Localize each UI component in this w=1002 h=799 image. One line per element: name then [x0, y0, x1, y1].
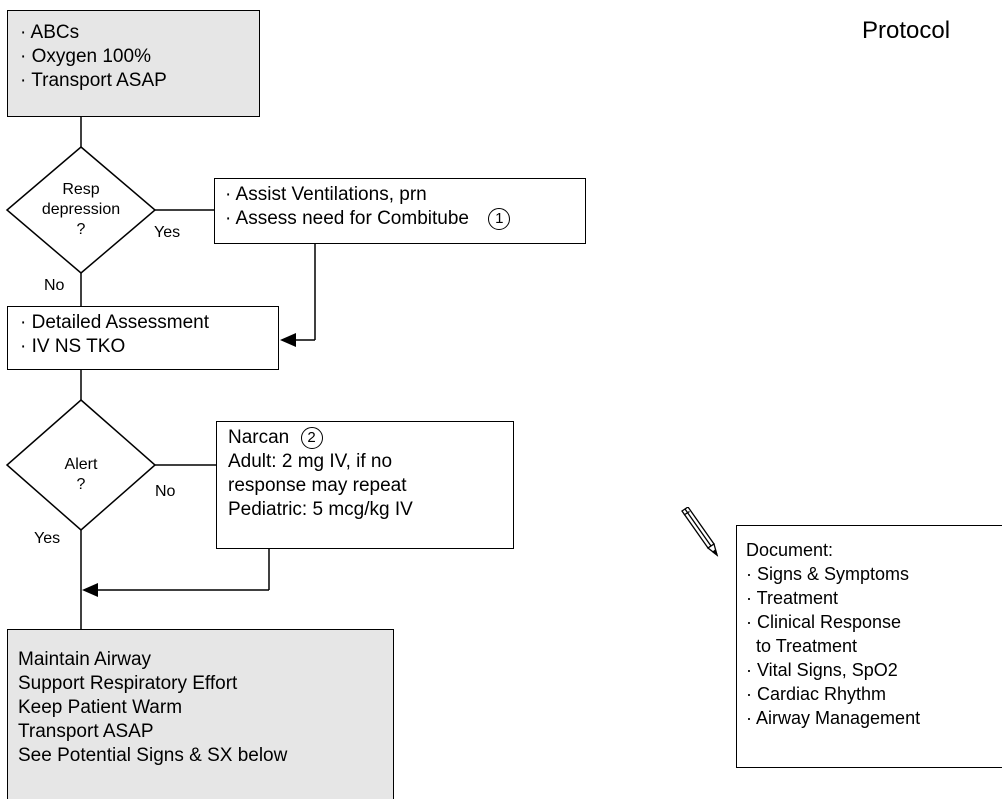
assessment-line: · Detailed Assessment [20, 312, 210, 333]
start-line: · ABCs [20, 22, 80, 43]
decision-resp-line: Resp [62, 181, 100, 198]
ventilation-line-text: · Assess need for Combitube [225, 208, 469, 229]
decision-resp-line: ? [76, 221, 86, 238]
arrowhead-return [82, 583, 98, 597]
narcan-line: Adult: 2 mg IV, if no [228, 451, 393, 472]
final-box: Maintain Airway Support Respiratory Effo… [7, 629, 394, 799]
document-line: · Clinical Response [746, 612, 902, 632]
document-line: · Airway Management [746, 708, 921, 728]
page-title: Protocol [862, 17, 951, 44]
final-line: See Potential Signs & SX below [18, 745, 288, 766]
decision-alert-line: Alert [64, 456, 98, 473]
ventilation-line: · Assess need for Combitube 1 [225, 207, 585, 231]
note-number-badge: 1 [488, 207, 511, 230]
ventilation-box: · Assist Ventilations, prn · Assess need… [214, 178, 586, 244]
final-line: Keep Patient Warm [18, 697, 183, 718]
final-line: Maintain Airway [18, 649, 152, 670]
document-line: · Vital Signs, SpO2 [746, 660, 898, 680]
ventilation-line: · Assist Ventilations, prn [225, 184, 427, 205]
narcan-heading: Narcan [228, 427, 290, 448]
decision-resp-line: depression [41, 201, 121, 218]
decision-resp-no-label: No [44, 277, 65, 294]
note-number-badge: 2 [300, 426, 323, 449]
narcan-box: Narcan 2 Adult: 2 mg IV, if no response … [216, 421, 514, 549]
decision-alert-no-label: No [155, 483, 176, 500]
narcan-heading-line: Narcan 2 [228, 426, 513, 450]
final-line: Support Respiratory Effort [18, 673, 238, 694]
final-line: Transport ASAP [18, 721, 154, 742]
document-line: · Signs & Symptoms [746, 564, 910, 584]
start-line: · Transport ASAP [20, 70, 167, 91]
start-line: · Oxygen 100% [20, 46, 151, 67]
pencil-icon [681, 507, 719, 557]
decision-alert-line: ? [76, 476, 86, 493]
document-box: Document: · Signs & Symptoms · Treatment… [736, 525, 1002, 768]
decision-alert-text: Alert ? [21, 455, 141, 495]
document-line: · Cardiac Rhythm [746, 684, 887, 704]
assessment-line: · IV NS TKO [20, 336, 126, 357]
decision-resp-text: Resp depression ? [21, 180, 141, 240]
document-line: to Treatment [746, 636, 858, 656]
document-line: · Treatment [746, 588, 839, 608]
narcan-line: Pediatric: 5 mcg/kg IV [228, 499, 413, 520]
decision-resp-yes-label: Yes [154, 224, 181, 241]
start-box: · ABCs · Oxygen 100% · Transport ASAP [7, 10, 260, 117]
decision-alert-yes-label: Yes [34, 530, 61, 547]
narcan-line: response may repeat [228, 475, 407, 496]
document-heading: Document: [746, 540, 834, 560]
arrowhead-assessment [280, 333, 296, 347]
assessment-box: · Detailed Assessment · IV NS TKO [7, 306, 279, 370]
